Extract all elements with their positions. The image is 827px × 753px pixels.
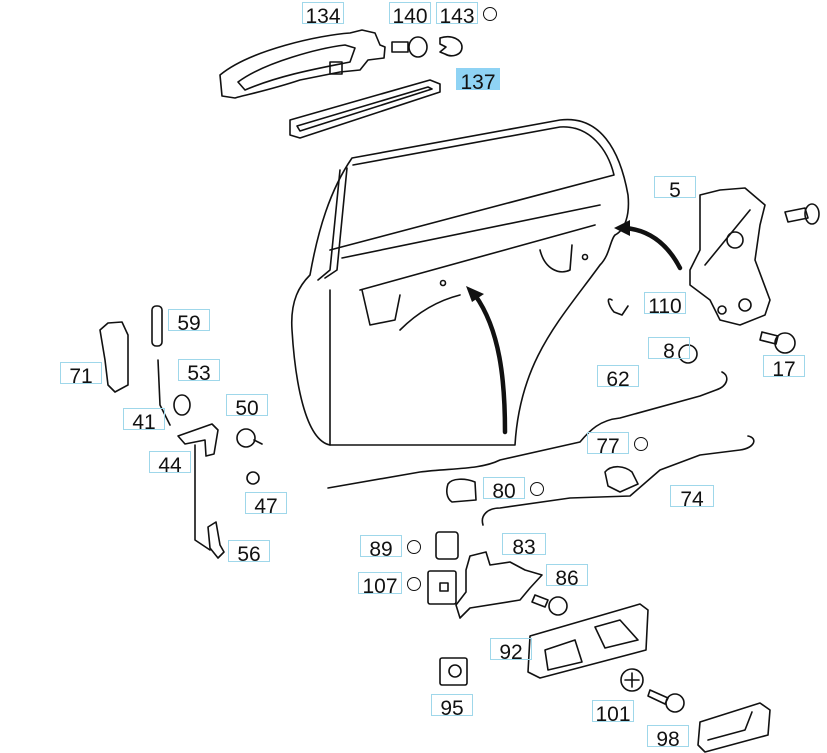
callout-label: 53 (187, 362, 211, 385)
callout-41[interactable]: 41 (123, 408, 165, 434)
marker-icon (407, 540, 421, 554)
clip-part-77[interactable] (604, 465, 639, 493)
clip-part-8[interactable] (678, 344, 698, 364)
callout-label: 134 (305, 5, 341, 28)
screw-part-98[interactable] (647, 689, 685, 713)
rod-part-74[interactable] (481, 435, 755, 526)
actuator-part-50[interactable] (236, 428, 263, 448)
callout-71[interactable]: 71 (60, 362, 102, 388)
callout-8[interactable]: 8 (648, 337, 690, 363)
callout-5[interactable]: 5 (654, 176, 696, 202)
callout-140[interactable]: 140 (389, 2, 431, 28)
screw-part-86[interactable] (531, 594, 568, 616)
bracket-part-71[interactable] (99, 321, 129, 393)
clip-part-89[interactable] (435, 531, 459, 560)
callout-label: 140 (392, 5, 428, 28)
marker-icon (483, 7, 497, 21)
callout-98[interactable]: 98 (647, 725, 689, 751)
callout-label: 77 (596, 435, 620, 458)
callout-label: 107 (362, 575, 398, 598)
gasket-part-137[interactable] (289, 79, 441, 139)
handle-cover-part[interactable] (697, 702, 771, 753)
callout-label: 92 (499, 641, 523, 664)
callout-107[interactable]: 107 (358, 572, 421, 598)
marker-icon (530, 482, 544, 496)
callout-label: 8 (663, 340, 675, 363)
clip-part-110[interactable] (607, 298, 629, 316)
clip-part-143[interactable] (439, 35, 463, 57)
knob-part-53[interactable] (173, 394, 191, 416)
callout-label: 5 (669, 179, 681, 202)
callout-label: 83 (512, 536, 536, 559)
callout-77[interactable]: 77 (587, 432, 648, 458)
callout-label: 71 (69, 365, 93, 388)
callout-89[interactable]: 89 (360, 535, 421, 561)
callout-label: 62 (606, 368, 630, 391)
callout-134[interactable]: 134 (302, 2, 344, 28)
callout-label: 110 (648, 295, 682, 318)
callout-101[interactable]: 101 (592, 700, 634, 726)
cap-part-101[interactable] (620, 668, 644, 692)
callout-label: 89 (369, 538, 393, 561)
callout-74[interactable]: 74 (670, 485, 714, 511)
callout-95[interactable]: 95 (431, 694, 473, 720)
callout-62[interactable]: 62 (597, 365, 639, 391)
screw-part-right[interactable] (784, 203, 820, 225)
outside-door-handle-part[interactable] (219, 29, 386, 99)
callout-label: 44 (158, 454, 182, 477)
callout-53[interactable]: 53 (178, 359, 220, 385)
door-lock-part-5[interactable] (689, 187, 771, 326)
callout-label: 50 (235, 397, 259, 420)
callout-59[interactable]: 59 (168, 309, 210, 335)
rod-part-62[interactable] (327, 371, 728, 489)
callout-label: 74 (680, 488, 704, 511)
screw-part-17[interactable] (759, 331, 796, 354)
cover-part-107[interactable] (427, 570, 457, 605)
callout-83[interactable]: 83 (502, 533, 546, 559)
marker-icon (407, 577, 421, 591)
callout-80[interactable]: 80 (483, 477, 544, 503)
callout-47[interactable]: 47 (245, 492, 287, 518)
rod-part-41[interactable] (157, 359, 171, 426)
callout-50[interactable]: 50 (226, 394, 268, 420)
callout-label: 47 (254, 495, 278, 518)
callout-label: 95 (440, 697, 464, 720)
clip-part-47[interactable] (246, 471, 260, 485)
callout-label: 86 (555, 567, 579, 590)
callout-44[interactable]: 44 (149, 451, 191, 477)
door-shell (290, 118, 630, 446)
callout-label: 80 (492, 480, 516, 503)
callout-label: 143 (439, 5, 475, 28)
handle-bezel-part-92[interactable] (527, 603, 649, 679)
assembly-arrow-lock (614, 220, 683, 271)
screw-part-140[interactable] (391, 36, 428, 58)
callout-label: 17 (772, 358, 796, 381)
callout-17[interactable]: 17 (763, 355, 805, 381)
callout-56[interactable]: 56 (228, 540, 270, 566)
callout-label: 41 (132, 411, 156, 434)
nut-part-95[interactable] (439, 657, 468, 686)
lever-part-44[interactable] (177, 423, 219, 551)
callout-143[interactable]: 143 (436, 2, 497, 28)
lever-part-56[interactable] (207, 521, 225, 559)
handle-mechanism-part-83[interactable] (455, 551, 543, 619)
assembly-arrow-center (466, 286, 508, 435)
callout-86[interactable]: 86 (546, 564, 588, 590)
callout-label: 56 (237, 543, 261, 566)
callout-label: 98 (656, 728, 680, 751)
pin-part-59[interactable] (151, 305, 163, 347)
callout-label: 101 (595, 703, 631, 726)
callout-label: 59 (177, 312, 201, 335)
callout-92[interactable]: 92 (490, 638, 532, 664)
marker-icon (634, 437, 648, 451)
callout-137-selected[interactable]: 137 (456, 68, 500, 94)
clip-part-80[interactable] (446, 478, 477, 503)
callout-label: 137 (460, 71, 496, 94)
callout-110[interactable]: 110 (644, 292, 686, 318)
